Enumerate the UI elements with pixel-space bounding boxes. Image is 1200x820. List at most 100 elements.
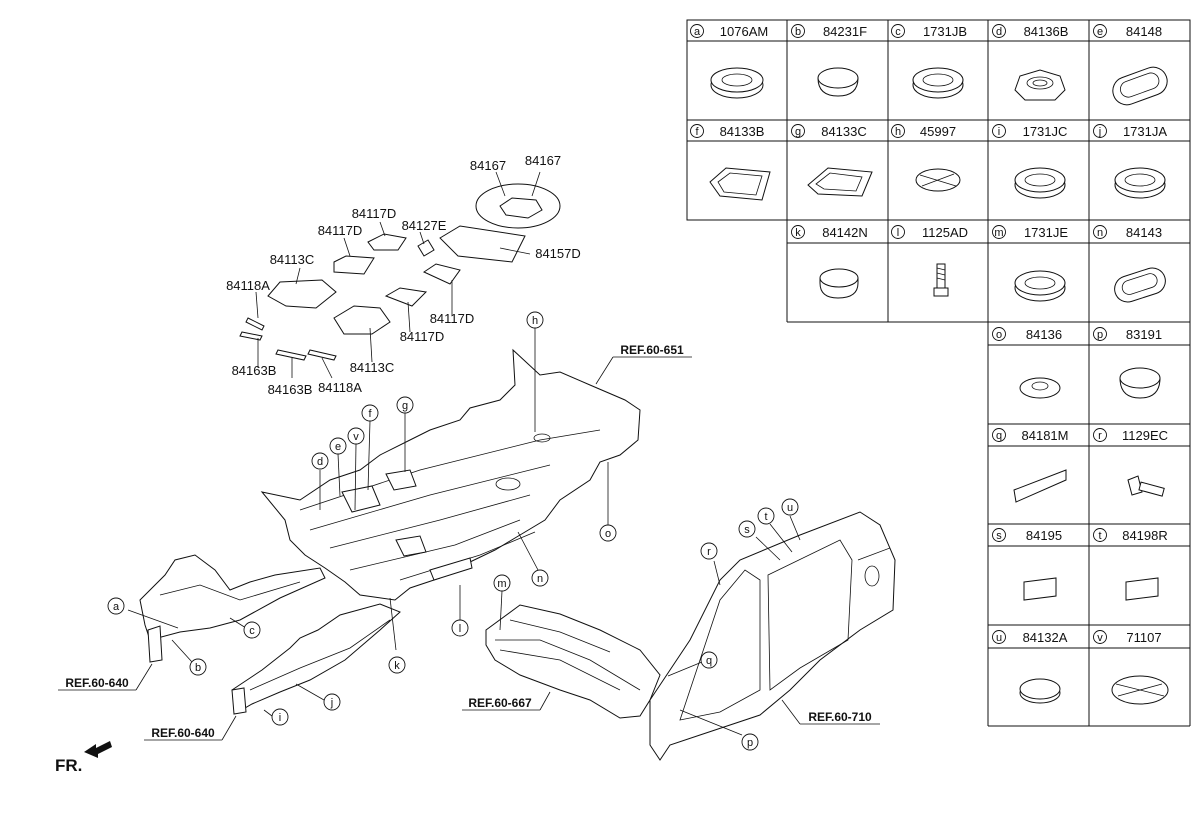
callout-letter: f [368, 408, 372, 420]
table-cell-b: b 84231F [791, 24, 867, 39]
oval-plug-icon-e [1112, 66, 1168, 106]
callout-letter: e [335, 441, 341, 453]
table-cell-p: p 83191 [1093, 327, 1162, 342]
pad-label-84117D-right: 84117D [430, 311, 475, 326]
table-cell-e: e 84148 [1093, 24, 1162, 39]
pad-label-84113C-lower: 84113C [350, 360, 395, 375]
floor-pan [260, 348, 641, 601]
cell-part-number: 84142N [822, 225, 868, 240]
cell-letter: f [695, 126, 699, 138]
reference-leaders [58, 356, 880, 741]
pad-icon-f [709, 167, 771, 201]
pad-label-84163B-mid: 84163B [268, 382, 313, 397]
callout-letter: p [747, 737, 753, 749]
grommet-icon-i [1014, 167, 1066, 199]
table-cell-j: j 1731JA [1093, 124, 1167, 139]
parts-table-grid [686, 19, 1191, 727]
callout-letter: r [707, 546, 711, 558]
callout-letter: v [353, 431, 359, 443]
callout-b: b [189, 658, 207, 676]
callout-letter: u [787, 502, 793, 514]
cell-letter: h [895, 126, 901, 138]
cell-part-number: 1076AM [720, 24, 768, 39]
cap-icon-v [1111, 675, 1169, 705]
pad-icon-g [807, 167, 873, 197]
pad-icon-s [1023, 577, 1057, 601]
callout-letter: j [330, 697, 333, 709]
cell-part-number: 1125AD [922, 225, 968, 240]
callout-letter: d [317, 456, 323, 468]
callout-k: k [388, 656, 406, 674]
cell-letter: d [996, 26, 1002, 38]
table-cell-s: s 84195 [992, 528, 1062, 543]
reference-label: REF.60-640 [65, 676, 129, 690]
pad-label-84127E: 84127E [402, 218, 447, 233]
callout-letter: g [402, 400, 408, 412]
side-body-panel [649, 511, 896, 761]
cell-letter: u [996, 632, 1002, 644]
grommet-icon-d [1014, 69, 1066, 101]
callout-letter: b [195, 662, 201, 674]
table-cell-r: r 1129EC [1093, 428, 1168, 443]
bolt-icon-r [1127, 475, 1165, 497]
pad-leaders [255, 171, 541, 379]
table-cell-o: o 84136 [992, 327, 1062, 342]
cell-letter: c [895, 26, 901, 38]
cell-part-number: 71107 [1126, 630, 1161, 645]
pad-label-84117D-lower: 84117D [400, 329, 445, 344]
cell-letter: i [998, 126, 1000, 138]
callout-q: q [700, 651, 718, 669]
cell-letter: r [1098, 430, 1102, 442]
reference-label: REF.60-640 [151, 726, 215, 740]
callout-letter: n [537, 573, 543, 585]
dash-panel [485, 604, 661, 719]
cell-part-number: 1731JA [1123, 124, 1167, 139]
callout-letter: h [532, 315, 538, 327]
cell-part-number: 84195 [1026, 528, 1062, 543]
callout-s: s [738, 520, 756, 538]
reference-label: REF.60-667 [468, 696, 532, 710]
pad-label-84117D-mid: 84117D [318, 223, 363, 238]
cell-part-number: 1731JB [923, 24, 967, 39]
cell-part-number: 83191 [1126, 327, 1162, 342]
oval-plug-icon-n [1114, 267, 1166, 303]
table-cell-n: n 84143 [1093, 225, 1162, 240]
callout-j: j [323, 693, 341, 711]
pad-label-84113C-top: 84113C [270, 252, 315, 267]
cell-letter: p [1097, 329, 1103, 341]
grommet-icon-m [1014, 270, 1066, 302]
front-side-members [139, 554, 401, 715]
cell-part-number: 84133B [720, 124, 765, 139]
callout-m: m [493, 574, 511, 592]
cell-letter: n [1097, 227, 1103, 239]
cell-part-number: 84136B [1024, 24, 1069, 39]
insulation-pads [239, 183, 561, 361]
cell-part-number: 84132A [1023, 630, 1068, 645]
cell-part-number: 84148 [1126, 24, 1162, 39]
callout-letter: m [497, 578, 506, 590]
cell-part-number: 84136 [1026, 327, 1062, 342]
cell-part-number: 84198R [1122, 528, 1168, 543]
pad-label-84167-right: 84167 [525, 153, 561, 168]
callout-letter: l [459, 623, 461, 635]
grommet-icon-j [1114, 167, 1166, 199]
front-label: FR. [55, 756, 82, 775]
cell-part-number: 84181M [1022, 428, 1069, 443]
cell-letter: k [795, 227, 801, 239]
table-cell-l: l 1125AD [891, 225, 968, 240]
callout-v: v [347, 427, 365, 445]
callout-n: n [531, 569, 549, 587]
callout-e: e [329, 437, 347, 455]
callout-c: c [243, 621, 261, 639]
callout-f: f [361, 404, 379, 422]
table-cell-c: c 1731JB [891, 24, 967, 39]
plug-icon-b [817, 67, 859, 97]
cell-part-number: 1731JC [1023, 124, 1068, 139]
callout-leaders [127, 328, 801, 736]
cell-part-number: 84231F [823, 24, 867, 39]
callout-u: u [781, 498, 799, 516]
callout-letter: q [706, 655, 712, 667]
callout-letter: i [279, 712, 281, 724]
cell-part-number: 1731JE [1024, 225, 1068, 240]
